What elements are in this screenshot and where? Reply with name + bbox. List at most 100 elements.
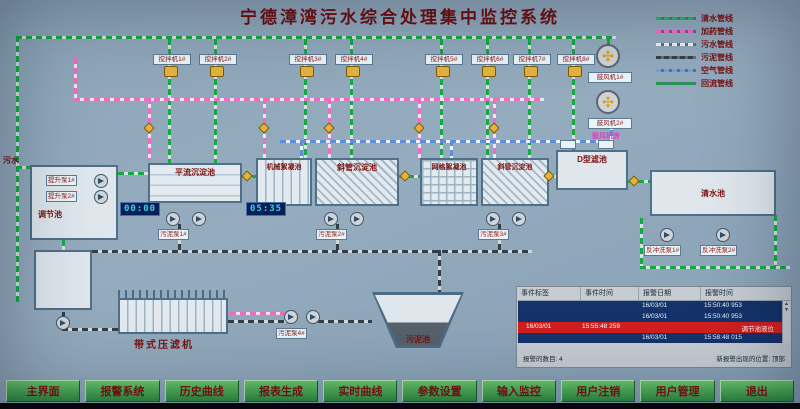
blower-label: 鼓风机1# bbox=[588, 72, 632, 83]
mixer-motor-icon[interactable] bbox=[524, 66, 538, 77]
alarm-time: 15:58:48 015 bbox=[704, 333, 742, 341]
valve-icon[interactable] bbox=[258, 122, 270, 134]
nav-alarm-button[interactable]: 报警系统 bbox=[85, 380, 160, 402]
alarm-row[interactable]: 16/03/01 15:50:40 953 bbox=[518, 301, 782, 312]
valve-icon[interactable] bbox=[399, 170, 411, 182]
backwash-pump-icon[interactable] bbox=[716, 228, 730, 242]
alarm-time: 15:55:48 259 bbox=[582, 323, 620, 330]
sludge-pump-icon[interactable] bbox=[166, 212, 180, 226]
lift-pump-icon[interactable] bbox=[94, 174, 108, 188]
tank-xieguan1: 斜管沉淀池 bbox=[315, 158, 399, 206]
legend-label: 空气管线 bbox=[701, 66, 733, 75]
pump-label: 污泥泵2# bbox=[316, 229, 347, 240]
blower-fan-icon[interactable] bbox=[596, 44, 620, 68]
well-pump-icon[interactable] bbox=[56, 316, 70, 330]
backwash-pump-icon[interactable] bbox=[660, 228, 674, 242]
alarm-time: 15:50:40 953 bbox=[704, 302, 742, 309]
sludge-pump-icon[interactable] bbox=[192, 212, 206, 226]
pipe-sludge bbox=[438, 250, 441, 294]
nav-user-mgmt-button[interactable]: 用户管理 bbox=[640, 380, 715, 402]
sludge-pump-icon[interactable] bbox=[486, 212, 500, 226]
mixer-label: 搅拌机4# bbox=[335, 54, 373, 65]
alarm-table: 事件标签 事件时间 报警日期 报警时间 16/03/01 15:50:40 95… bbox=[516, 286, 792, 368]
alarm-col-header: 事件标签 bbox=[517, 287, 581, 300]
sludge-pump-icon[interactable] bbox=[512, 212, 526, 226]
pipeline-legend: 清水管线 加药管线 污水管线 污泥管线 空气管线 回流管线 bbox=[656, 12, 733, 90]
legend-swatch bbox=[656, 17, 696, 20]
nav-params-button[interactable]: 参数设置 bbox=[402, 380, 477, 402]
page-title: 宁德漳湾污水综合处理集中监控系统 bbox=[240, 8, 560, 27]
legend-label: 污泥管线 bbox=[701, 53, 733, 62]
mixer-label: 搅拌机6# bbox=[471, 54, 509, 65]
valve-icon[interactable] bbox=[413, 122, 425, 134]
mixer-label: 搅拌机5# bbox=[425, 54, 463, 65]
tank-wangge: 网格絮凝池 bbox=[420, 158, 478, 206]
pipe-dosing-press bbox=[230, 312, 286, 315]
pump-label: 反冲洗泵2# bbox=[700, 245, 738, 256]
tank-label: 污泥池 bbox=[406, 335, 430, 344]
mixer-motor-icon[interactable] bbox=[300, 66, 314, 77]
nav-main-button[interactable]: 主界面 bbox=[6, 380, 81, 402]
mixer-motor-icon[interactable] bbox=[210, 66, 224, 77]
valve-icon[interactable] bbox=[241, 170, 253, 182]
valve-icon[interactable] bbox=[628, 175, 640, 187]
alarm-row[interactable]: 16/03/01 15:50:40 953 bbox=[518, 312, 782, 323]
valve-icon[interactable] bbox=[143, 122, 155, 134]
tank-label: 清水池 bbox=[701, 189, 725, 198]
legend-swatch bbox=[656, 69, 696, 72]
valve-icon[interactable] bbox=[488, 122, 500, 134]
nav-exit-button[interactable]: 退出 bbox=[719, 380, 794, 402]
mixer-label: 搅拌机7# bbox=[513, 54, 551, 65]
mixer-motor-icon[interactable] bbox=[482, 66, 496, 77]
pipe-backwash bbox=[640, 218, 643, 266]
nav-history-curve-button[interactable]: 历史曲线 bbox=[164, 380, 239, 402]
pipe-outfall bbox=[640, 266, 790, 269]
tank-dfilter: D型滤池 bbox=[556, 150, 628, 190]
alarm-position: 新报警出现的位置: 顶部 bbox=[716, 356, 785, 363]
tank-label: 斜管沉淀池 bbox=[337, 163, 377, 172]
tank-label: 平流沉淀池 bbox=[175, 168, 215, 177]
pipe-sludge bbox=[318, 320, 372, 323]
sludge-pump-icon[interactable] bbox=[324, 212, 338, 226]
mixer-motor-icon[interactable] bbox=[436, 66, 450, 77]
pipe-blower-drop bbox=[607, 39, 610, 47]
pipe-sludge-main bbox=[62, 250, 532, 253]
pipe-outfall bbox=[774, 215, 777, 269]
alarm-date: 16/03/01 bbox=[642, 312, 668, 320]
pipe-mixer-drop bbox=[304, 39, 307, 163]
alarm-row[interactable]: 16/03/01 15:58:48 015 bbox=[518, 333, 782, 344]
legend-swatch bbox=[656, 43, 696, 46]
press-rollers bbox=[118, 290, 228, 298]
nav-logout-button[interactable]: 用户注销 bbox=[561, 380, 636, 402]
legend-label: 回流管线 bbox=[701, 79, 733, 88]
sludge-pump-icon[interactable] bbox=[306, 310, 320, 324]
blower-fan-icon[interactable] bbox=[596, 90, 620, 114]
belt-press[interactable] bbox=[118, 298, 228, 334]
sludge-pump-icon[interactable] bbox=[350, 212, 364, 226]
nav-input-monitor-button[interactable]: 输入监控 bbox=[481, 380, 557, 402]
pipe-air-drop bbox=[300, 140, 303, 162]
nav-realtime-curve-button[interactable]: 实时曲线 bbox=[323, 380, 398, 402]
pipe-left-main bbox=[16, 36, 19, 302]
legend-item: 污泥管线 bbox=[656, 51, 733, 64]
tank-label: 调节池 bbox=[38, 210, 62, 219]
alarm-row-active[interactable]: 16/03/01 15:55:48 259 调节池液位 bbox=[518, 322, 782, 333]
mixer-label: 搅拌机8# bbox=[557, 54, 595, 65]
mixer-motor-icon[interactable] bbox=[568, 66, 582, 77]
valve-icon[interactable] bbox=[323, 122, 335, 134]
mixer-motor-icon[interactable] bbox=[346, 66, 360, 77]
pipe-mixer-drop bbox=[486, 39, 489, 163]
nav-report-button[interactable]: 报表生成 bbox=[243, 380, 319, 402]
alarm-scrollbar[interactable]: ▲▼ bbox=[782, 301, 790, 343]
pipe-air bbox=[610, 120, 613, 142]
lift-pump-icon[interactable] bbox=[94, 190, 108, 204]
monitor-bezel bbox=[0, 403, 800, 409]
timer-display: 05:35 bbox=[246, 202, 287, 216]
mixer-label: 搅拌机1# bbox=[153, 54, 191, 65]
legend-label: 污水管线 bbox=[701, 40, 733, 49]
pipe-dosing-main bbox=[74, 98, 544, 101]
mixer-motor-icon[interactable] bbox=[164, 66, 178, 77]
sludge-pump-icon[interactable] bbox=[284, 310, 298, 324]
pipe-mixer-drop bbox=[440, 39, 443, 163]
